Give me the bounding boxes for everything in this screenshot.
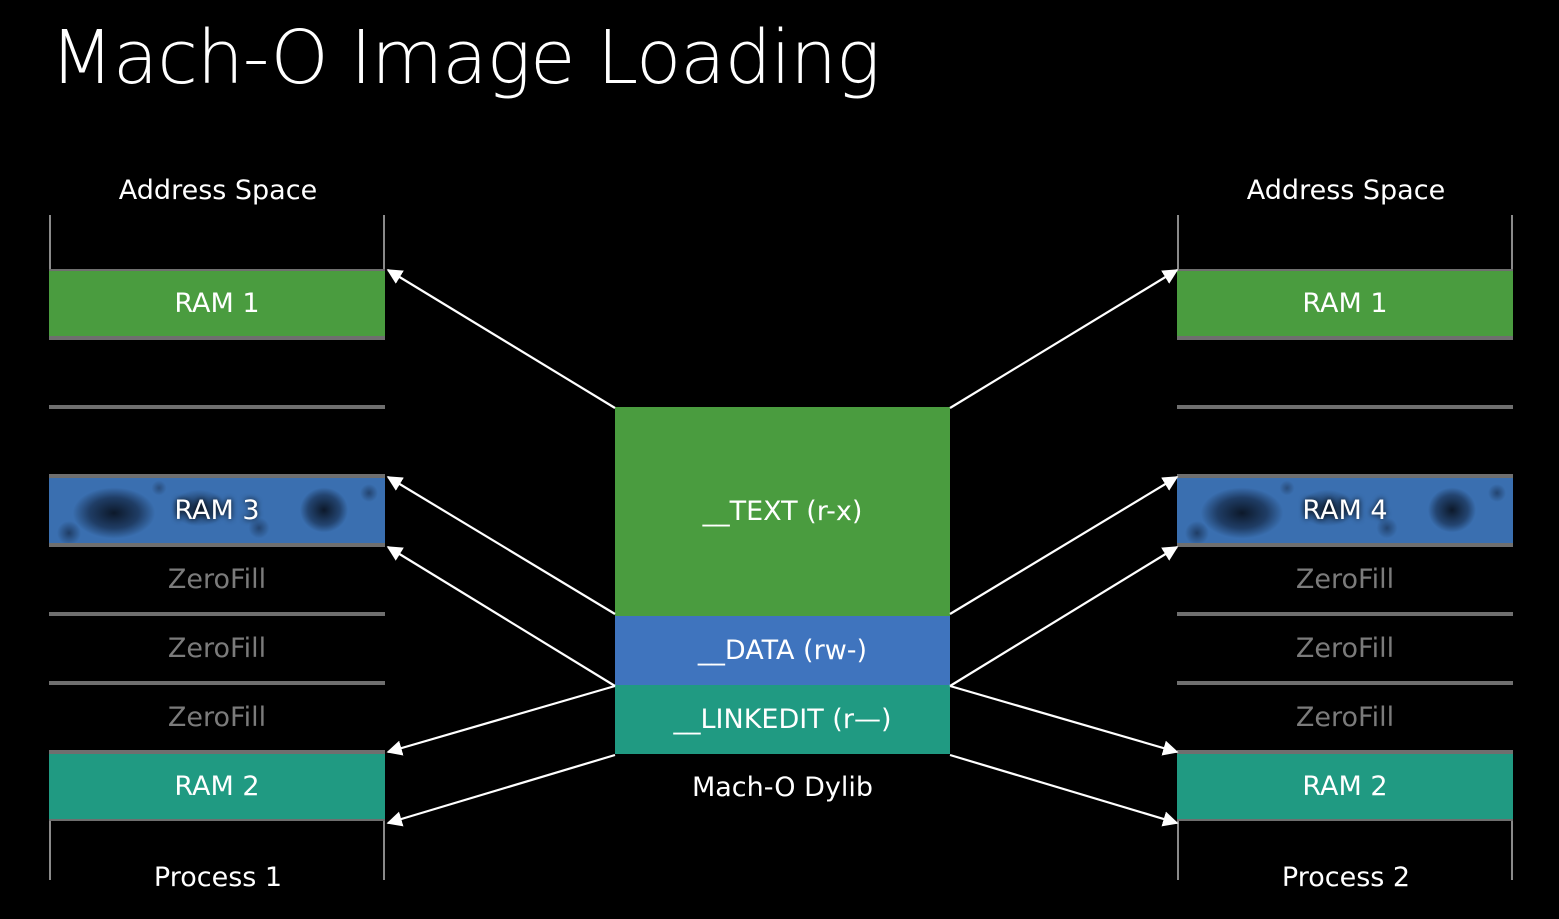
process1-cell-zerofill-1: ZeroFill <box>49 545 385 614</box>
arrow-data-to-p1-zerofill <box>386 546 616 687</box>
process2-cell-empty-2 <box>1177 407 1513 476</box>
process1-cell-ram3: RAM 3 <box>49 476 385 545</box>
dylib-caption: Mach-O Dylib <box>691 772 874 803</box>
arrow-text-to-p1-ram1 <box>386 269 616 409</box>
arrow-data-to-p2-zerofill <box>949 546 1179 687</box>
process2-cell-ram4: RAM 4 <box>1177 476 1513 545</box>
process2-cell-ram2: RAM 2 <box>1177 752 1513 821</box>
dylib-text-segment: __TEXT (r-x) <box>615 407 950 616</box>
process1-cell-empty-1 <box>49 338 385 407</box>
arrow-text-to-p2-ram1 <box>949 269 1179 409</box>
process1-cell-zerofill-3: ZeroFill <box>49 683 385 752</box>
arrow-text-to-p1-ram3 <box>386 476 616 615</box>
dylib-data-segment: __DATA (rw-) <box>615 616 950 685</box>
process1-address-space: RAM 1 RAM 3 ZeroFill ZeroFill ZeroFill R… <box>49 215 385 880</box>
process1-cell-ram1: RAM 1 <box>49 269 385 338</box>
process1-label: Process 1 <box>153 862 283 893</box>
slide-title: Mach-O Image Loading <box>50 15 880 101</box>
process1-cell-zerofill-2: ZeroFill <box>49 614 385 683</box>
process1-cell-ram2: RAM 2 <box>49 752 385 821</box>
process2-address-space-label: Address Space <box>1246 175 1446 206</box>
arrow-linkedit-to-p1-ram2-top <box>386 684 616 756</box>
process2-cell-zerofill-3: ZeroFill <box>1177 683 1513 752</box>
process2-label: Process 2 <box>1281 862 1411 893</box>
arrow-linkedit-to-p2-ram2-bottom <box>949 753 1179 827</box>
dylib-linkedit-segment: __LINKEDIT (r—) <box>615 685 950 754</box>
process1-cell-empty-2 <box>49 407 385 476</box>
process2-cell-ram1: RAM 1 <box>1177 269 1513 338</box>
process2-cell-zerofill-2: ZeroFill <box>1177 614 1513 683</box>
process2-cell-zerofill-1: ZeroFill <box>1177 545 1513 614</box>
process1-address-space-label: Address Space <box>118 175 318 206</box>
arrow-linkedit-to-p2-ram2-top <box>949 684 1179 756</box>
process2-cell-empty-1 <box>1177 338 1513 407</box>
arrow-linkedit-to-p1-ram2-bottom <box>386 753 616 827</box>
process2-address-space: RAM 1 RAM 4 ZeroFill ZeroFill ZeroFill R… <box>1177 215 1513 880</box>
arrow-text-to-p2-ram4 <box>949 476 1179 615</box>
